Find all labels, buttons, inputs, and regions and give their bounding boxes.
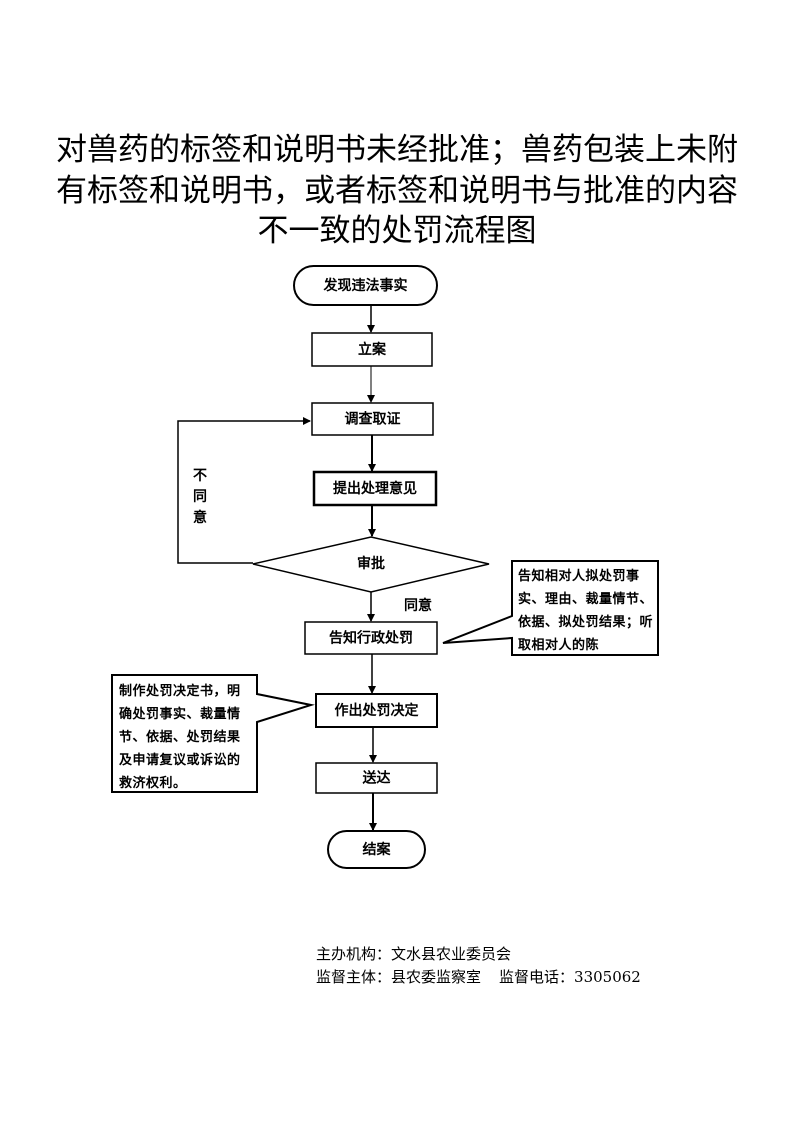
- node-decide-label: 作出处罚决定: [335, 702, 419, 719]
- edge-label-disagree: 不同意: [193, 468, 207, 526]
- node-start: 发现违法事实: [293, 265, 438, 306]
- edge-label-agree: 同意: [404, 598, 432, 614]
- title-line-1: 对兽药的标签和说明书未经批准；兽药包装上未附: [56, 132, 738, 168]
- footer-organizer-label: 主办机构：: [316, 945, 392, 963]
- node-investigate: 调查取证: [311, 402, 434, 436]
- callout-decide-note-text: 制作处罚决定书，明确处罚事实、裁量情节、依据、处罚结果及申请复议或诉讼的救济权利…: [119, 684, 241, 791]
- node-file-case-label: 立案: [358, 341, 387, 358]
- title-line-3: 不一致的处罚流程图: [257, 213, 537, 249]
- node-investigate-label: 调查取证: [345, 411, 401, 428]
- node-file-case: 立案: [311, 332, 433, 367]
- node-approve-label: 审批: [357, 555, 385, 572]
- node-end: 结案: [327, 830, 426, 869]
- node-deliver-label: 送达: [362, 770, 391, 787]
- footer-supervisor-value: 县农委监察室: [391, 968, 482, 986]
- node-propose-label: 提出处理意见: [333, 480, 417, 497]
- edge-approve-disagree-to-investigate: [177, 417, 311, 564]
- node-decide: 作出处罚决定: [315, 693, 438, 728]
- callout-notify-note-text: 告知相对人拟处罚事实、理由、裁量情节、依据、拟处罚结果；听取相对人的陈: [518, 569, 654, 653]
- footer-supervision: 监督主体：县农委监察室监督电话：3305062: [316, 967, 641, 987]
- node-end-label: 结案: [363, 841, 392, 858]
- footer-organizer-value: 文水县农业委员会: [391, 945, 512, 963]
- footer-supervisor-label: 监督主体：: [316, 968, 392, 986]
- node-start-label: 发现违法事实: [323, 277, 408, 294]
- footer-phone-label: 监督电话：: [499, 968, 575, 986]
- node-approve: 审批: [252, 536, 490, 593]
- node-notify: 告知行政处罚: [304, 621, 438, 655]
- node-notify-label: 告知行政处罚: [329, 630, 413, 647]
- footer-phone-value: 3305062: [574, 968, 641, 986]
- title-line-2: 有标签和说明书，或者标签和说明书与批准的内容: [56, 173, 738, 209]
- node-deliver: 送达: [315, 762, 438, 794]
- footer-organizer: 主办机构：文水县农业委员会: [316, 944, 511, 964]
- callout-notify-note: [442, 560, 659, 656]
- node-propose: 提出处理意见: [312, 470, 438, 507]
- callout-decide-note: [111, 674, 315, 793]
